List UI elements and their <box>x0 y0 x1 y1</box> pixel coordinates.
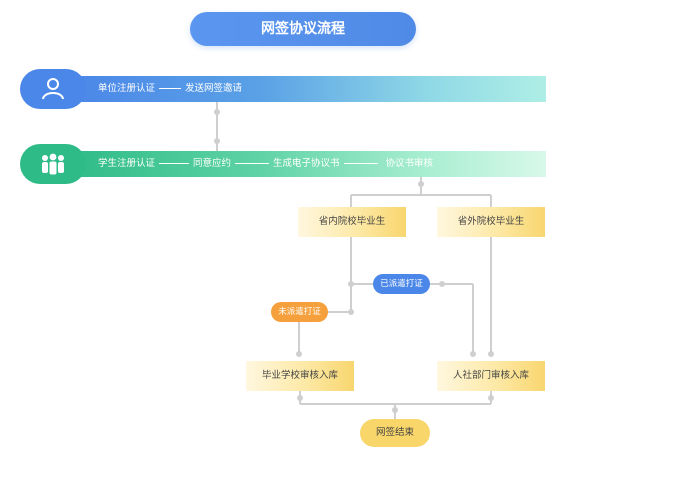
student-badge <box>20 144 86 184</box>
step-accept: 同意应约 <box>193 158 232 169</box>
employer-badge <box>20 69 86 109</box>
group-icon <box>42 153 64 175</box>
step-student-register: 学生注册认证 <box>98 158 156 169</box>
chip-not-dispatched: 未派遣打证 <box>271 302 328 322</box>
dash <box>159 88 182 89</box>
student-flow-band: 学生注册认证 同意应约 生成电子协议书 协议书审核 <box>70 151 546 177</box>
chip-dispatched: 已派遣打证 <box>373 274 430 294</box>
dash <box>159 163 190 164</box>
flow-end: 网签结束 <box>360 419 430 447</box>
box-inner-province-graduates: 省内院校毕业生 <box>298 207 406 237</box>
dash <box>343 163 378 164</box>
step-employer-register: 单位注册认证 <box>98 83 156 94</box>
box-outer-province-graduates: 省外院校毕业生 <box>437 207 545 237</box>
dash <box>235 163 270 164</box>
step-send-invite: 发送网签邀请 <box>185 83 243 94</box>
user-icon <box>42 78 64 100</box>
flow-title: 网签协议流程 <box>190 12 416 46</box>
step-agreement-review: 协议书审核 <box>385 158 434 169</box>
employer-flow-band: 单位注册认证 发送网签邀请 <box>70 76 546 102</box>
box-school-review: 毕业学校审核入库 <box>246 361 354 391</box>
step-generate-agreement: 生成电子协议书 <box>273 158 340 169</box>
box-hr-review: 人社部门审核入库 <box>437 361 545 391</box>
